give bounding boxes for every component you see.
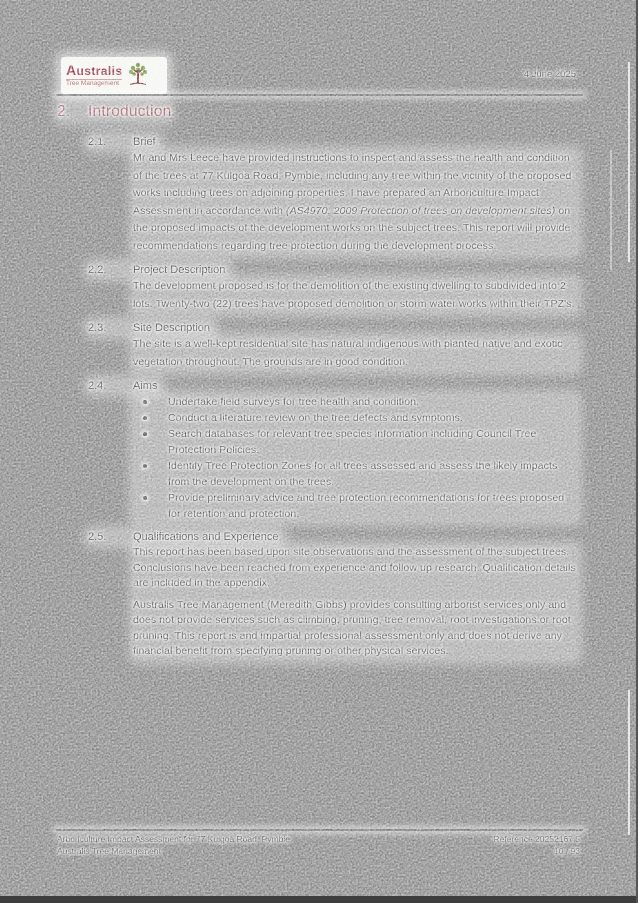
standard-reference: (AS4970: 2009 Protection of trees on dev…: [285, 204, 556, 217]
paragraph: The development proposed is for the demo…: [133, 280, 575, 310]
bullet-text: Undertake field surveys for tree health …: [168, 396, 420, 408]
page-title-number: 2.: [57, 103, 71, 120]
bullet-dot-icon: [143, 496, 147, 500]
bullet-text: Search databases for relevant tree speci…: [168, 428, 537, 456]
bullet-text: Provide preliminary advice and tree prot…: [168, 492, 565, 520]
footer-rule: [56, 829, 583, 831]
page-content: 2.1. Brief Mr and Mrs Leece have provide…: [88, 135, 582, 668]
section-header: 2.4. Aims: [88, 379, 162, 393]
section-title: Aims: [133, 380, 158, 392]
section-header: 2.1. Brief: [88, 135, 160, 149]
bullet-dot-icon: [143, 400, 147, 404]
section-body: Mr and Mrs Leece have provided instructi…: [133, 150, 578, 255]
page-title: 2. Introduction: [57, 103, 172, 121]
bullet-item: Provide preliminary advice and tree prot…: [133, 490, 578, 522]
bullet-item: Search databases for relevant tree speci…: [133, 426, 578, 458]
section-body: The development proposed is for the demo…: [133, 278, 578, 313]
section-title: Brief: [133, 136, 156, 148]
section-header: 2.3. Site Description: [88, 321, 215, 335]
logo: Australis Tree Management: [61, 57, 167, 94]
section-header: 2.2. Project Description: [88, 263, 230, 277]
footer-company: Australis Tree Management: [57, 846, 161, 856]
logo-title: Australis: [66, 62, 123, 79]
section-number: 2.1.: [88, 136, 107, 148]
section-body: The site is a well-kept residential site…: [133, 336, 578, 371]
section-title: Project Description: [133, 264, 226, 276]
section-number: 2.3.: [88, 322, 107, 334]
section-brief: 2.1. Brief Mr and Mrs Leece have provide…: [88, 135, 582, 255]
section-number: 2.2.: [88, 264, 107, 276]
scan-artifact-line: [628, 62, 630, 262]
section-number: 2.5.: [88, 531, 107, 543]
section-aims: 2.4. Aims Undertake field surveys for tr…: [88, 379, 582, 522]
footer-page-number: 10 / 93: [554, 846, 580, 856]
aims-bullet-list: Undertake field surveys for tree health …: [133, 394, 578, 522]
scan-artifact-line: [610, 150, 612, 270]
page-footer: Arboriculture Impact Assessment for 77 K…: [57, 833, 580, 857]
bullet-text: Identify Tree Protection Zones for all t…: [168, 460, 558, 488]
header-rule: [56, 94, 583, 96]
section-number: 2.4.: [88, 380, 107, 392]
paragraph: Australis Tree Management (Meredith Gibb…: [133, 598, 571, 658]
footer-reference: Reference 20252167.5: [493, 834, 581, 844]
section-body: This report has been based upon site obs…: [133, 545, 578, 660]
section-qualifications: 2.5. Qualifications and Experience This …: [88, 530, 582, 660]
paragraph: This report has been based upon site obs…: [133, 546, 576, 589]
section-title: Site Description: [133, 322, 211, 334]
bullet-item: Undertake field surveys for tree health …: [133, 394, 578, 410]
page-title-text: Introduction: [88, 103, 172, 120]
bullet-item: Identify Tree Protection Zones for all t…: [133, 458, 578, 490]
scan-border-bottom: [0, 896, 638, 903]
section-site-description: 2.3. Site Description The site is a well…: [88, 321, 582, 371]
section-body: Undertake field surveys for tree health …: [133, 394, 578, 522]
scan-artifact-line: [628, 690, 630, 835]
bullet-text: Conduct a literature review on the tree …: [168, 412, 463, 424]
paragraph: Mr and Mrs Leece have provided instructi…: [133, 150, 578, 255]
section-header: 2.5. Qualifications and Experience: [88, 530, 283, 544]
bullet-dot-icon: [143, 432, 147, 436]
header-date: 4 June 2025: [523, 69, 576, 80]
section-title: Qualifications and Experience: [133, 531, 279, 543]
footer-report-title: Arboriculture Impact Assessment for 77 K…: [57, 834, 290, 844]
bullet-item: Conduct a literature review on the tree …: [133, 410, 578, 426]
paragraph: The site is a well-kept residential site…: [133, 338, 563, 368]
bullet-dot-icon: [143, 416, 147, 420]
section-project-description: 2.2. Project Description The development…: [88, 263, 582, 313]
logo-subtitle: Tree Management: [66, 79, 123, 88]
bullet-dot-icon: [143, 464, 147, 468]
tree-icon: [126, 59, 150, 92]
